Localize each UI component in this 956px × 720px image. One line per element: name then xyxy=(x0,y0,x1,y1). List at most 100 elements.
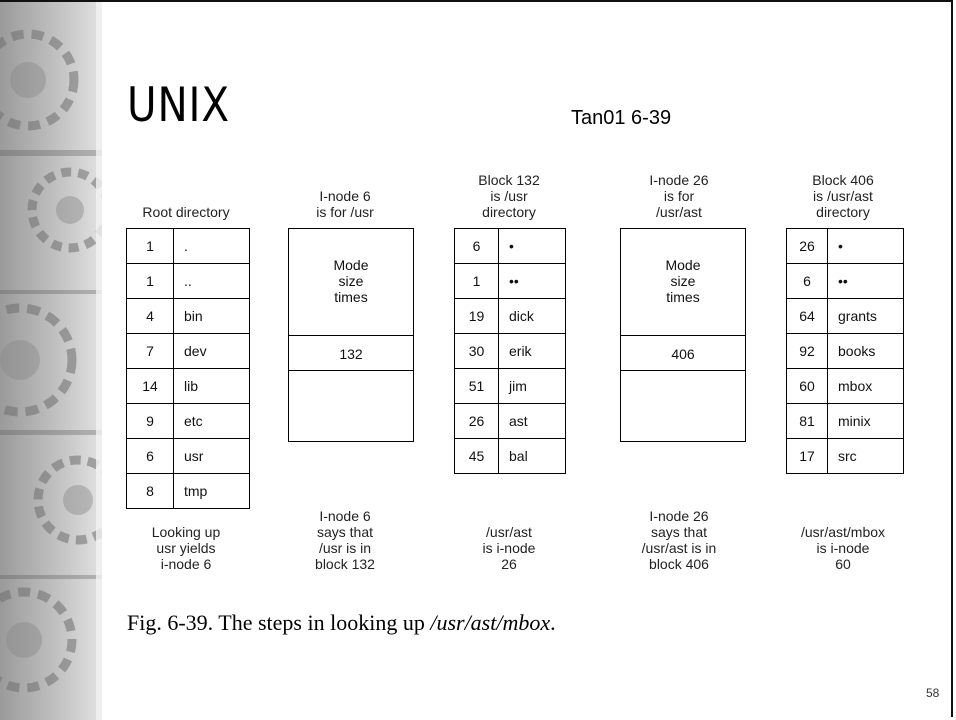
footer-line: says that xyxy=(650,524,708,540)
inode-number: 92 xyxy=(786,333,828,369)
header-line: is /usr xyxy=(490,188,528,204)
inode-number: 14 xyxy=(126,368,174,404)
caption-suffix: . xyxy=(550,610,556,635)
header-line: Block 132 xyxy=(478,172,540,188)
block-132-header: Block 132 is /usr directory xyxy=(444,172,574,220)
table-row: 1.. xyxy=(126,263,250,299)
inode-number: 1 xyxy=(126,228,174,264)
entry-name: usr xyxy=(173,438,250,474)
divider xyxy=(621,370,745,371)
header-line: Block 406 xyxy=(812,172,874,188)
entry-name: •• xyxy=(827,263,904,299)
inode-number: 9 xyxy=(126,403,174,439)
header-line: directory xyxy=(482,204,536,220)
inode-number: 7 xyxy=(126,333,174,369)
attr-line: times xyxy=(666,289,700,305)
footer-line: is i-node xyxy=(816,540,870,556)
entry-name: dick xyxy=(498,298,566,334)
footer-line: block 132 xyxy=(315,556,375,572)
footer-line: usr yields xyxy=(156,540,216,556)
footer-line: /usr/ast is in xyxy=(641,540,717,556)
header-line: /usr/ast xyxy=(656,204,702,220)
header-line: is for xyxy=(663,188,695,204)
root-directory-header: Root directory xyxy=(116,204,256,220)
block-406-header: Block 406 is /usr/ast directory xyxy=(768,172,918,220)
footer-line: i-node 6 xyxy=(160,556,212,572)
inode-number: 19 xyxy=(454,298,499,334)
divider xyxy=(289,335,413,336)
gear-texture-image xyxy=(0,0,102,720)
footer-line: 26 xyxy=(501,556,517,572)
inode-block-number: 406 xyxy=(671,346,695,362)
inode-number: 64 xyxy=(786,298,828,334)
footer-line: is i-node xyxy=(482,540,536,556)
header-line: I-node 6 xyxy=(319,188,371,204)
inode-26-footer: I-node 26 says that /usr/ast is in block… xyxy=(604,508,754,572)
caption-path: /usr/ast/mbox xyxy=(430,610,551,635)
entry-name: tmp xyxy=(173,473,250,509)
caption-prefix: Fig. 6-39. The steps in looking up xyxy=(127,610,431,635)
table-row: 1•• xyxy=(454,263,566,299)
inode-number: 17 xyxy=(786,438,828,474)
entry-name: mbox xyxy=(827,368,904,404)
table-row: 26• xyxy=(786,228,904,264)
footer-line: 60 xyxy=(835,556,851,572)
inode-block-number: 132 xyxy=(339,346,363,362)
entry-name: etc xyxy=(173,403,250,439)
entry-name: src xyxy=(827,438,904,474)
entry-name: bin xyxy=(173,298,250,334)
figure-caption: Fig. 6-39. The steps in looking up /usr/… xyxy=(127,610,556,636)
inode-number: 30 xyxy=(454,333,499,369)
footer-line: Looking up xyxy=(151,524,221,540)
inode-attributes: Mode size times xyxy=(289,257,413,305)
inode-26-box: Mode size times 406 xyxy=(620,228,746,442)
entry-name: • xyxy=(827,228,904,264)
inode-6-header: I-node 6 is for /usr xyxy=(270,188,420,220)
entry-name: dev xyxy=(173,333,250,369)
page-number: 58 xyxy=(926,686,940,700)
header-line: I-node 26 xyxy=(649,172,709,188)
block-132-footer: /usr/ast is i-node 26 xyxy=(444,524,574,572)
inode-number: 51 xyxy=(454,368,499,404)
entry-name: •• xyxy=(498,263,566,299)
entry-name: ast xyxy=(498,403,566,439)
inode-attributes: Mode size times xyxy=(621,257,745,305)
inode-number: 45 xyxy=(454,438,499,474)
block-406-footer: /usr/ast/mbox is i-node 60 xyxy=(768,524,918,572)
entry-name: grants xyxy=(827,298,904,334)
inode-number: 60 xyxy=(786,368,828,404)
footer-line: says that xyxy=(316,524,374,540)
entry-name: minix xyxy=(827,403,904,439)
inode-number: 26 xyxy=(786,228,828,264)
attr-line: times xyxy=(334,289,368,305)
header-line: directory xyxy=(816,204,870,220)
entry-name: .. xyxy=(173,263,250,299)
entry-name: jim xyxy=(498,368,566,404)
attr-line: size xyxy=(670,273,696,289)
table-row: 1. xyxy=(126,228,250,264)
inode-number: 6 xyxy=(454,228,499,264)
divider xyxy=(289,370,413,371)
footer-line: I-node 6 xyxy=(319,508,371,524)
header-line: is /usr/ast xyxy=(813,188,873,204)
header-line: is for /usr xyxy=(316,204,374,220)
footer-line: /usr is in xyxy=(318,540,372,556)
footer-line: /usr/ast/mbox xyxy=(800,524,886,540)
root-directory-footer: Looking up usr yields i-node 6 xyxy=(116,524,256,572)
